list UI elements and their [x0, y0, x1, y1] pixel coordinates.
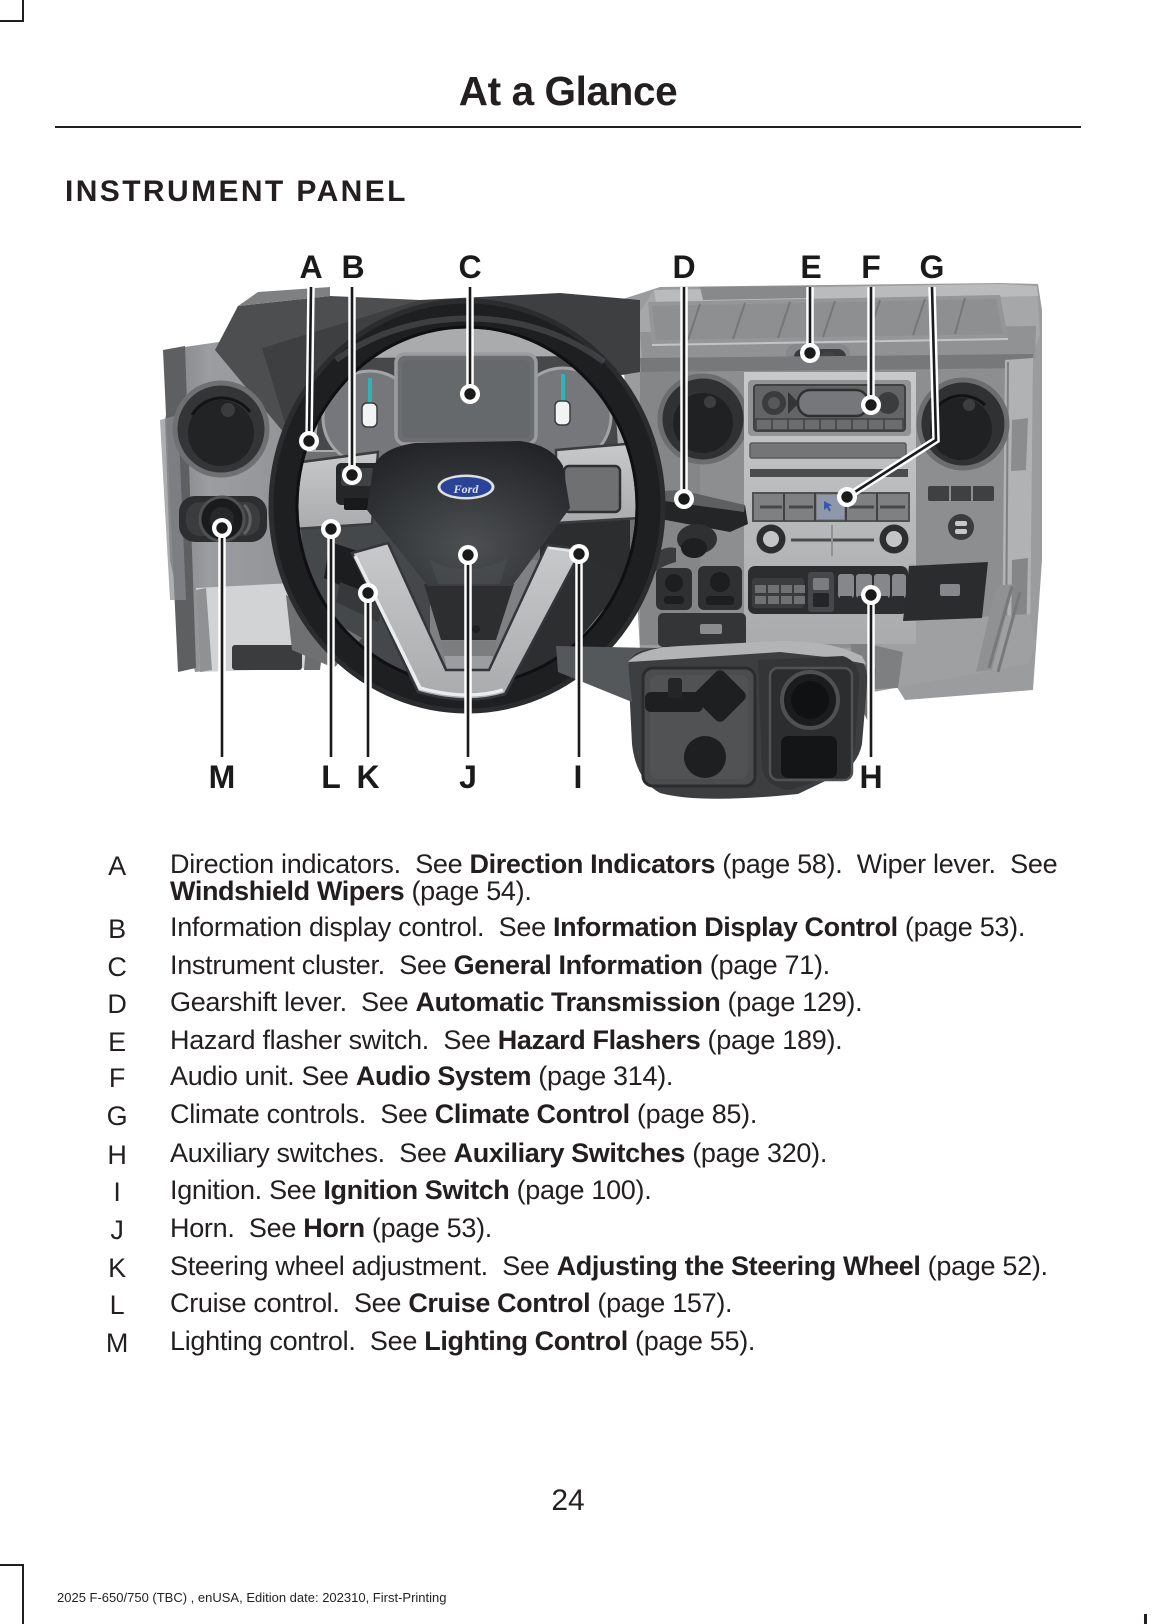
svg-text:K: K	[356, 759, 379, 795]
svg-text:M: M	[209, 759, 236, 795]
svg-text:H: H	[859, 759, 882, 795]
svg-text:Ford: Ford	[453, 482, 480, 496]
svg-text:J: J	[459, 759, 477, 795]
svg-text:C: C	[458, 249, 481, 285]
svg-text:F: F	[861, 249, 881, 285]
svg-text:E: E	[800, 249, 821, 285]
svg-text:D: D	[672, 249, 695, 285]
svg-text:I: I	[574, 759, 583, 795]
svg-text:B: B	[341, 249, 364, 285]
svg-text:G: G	[920, 249, 945, 285]
svg-text:A: A	[299, 249, 322, 285]
svg-text:L: L	[321, 759, 341, 795]
